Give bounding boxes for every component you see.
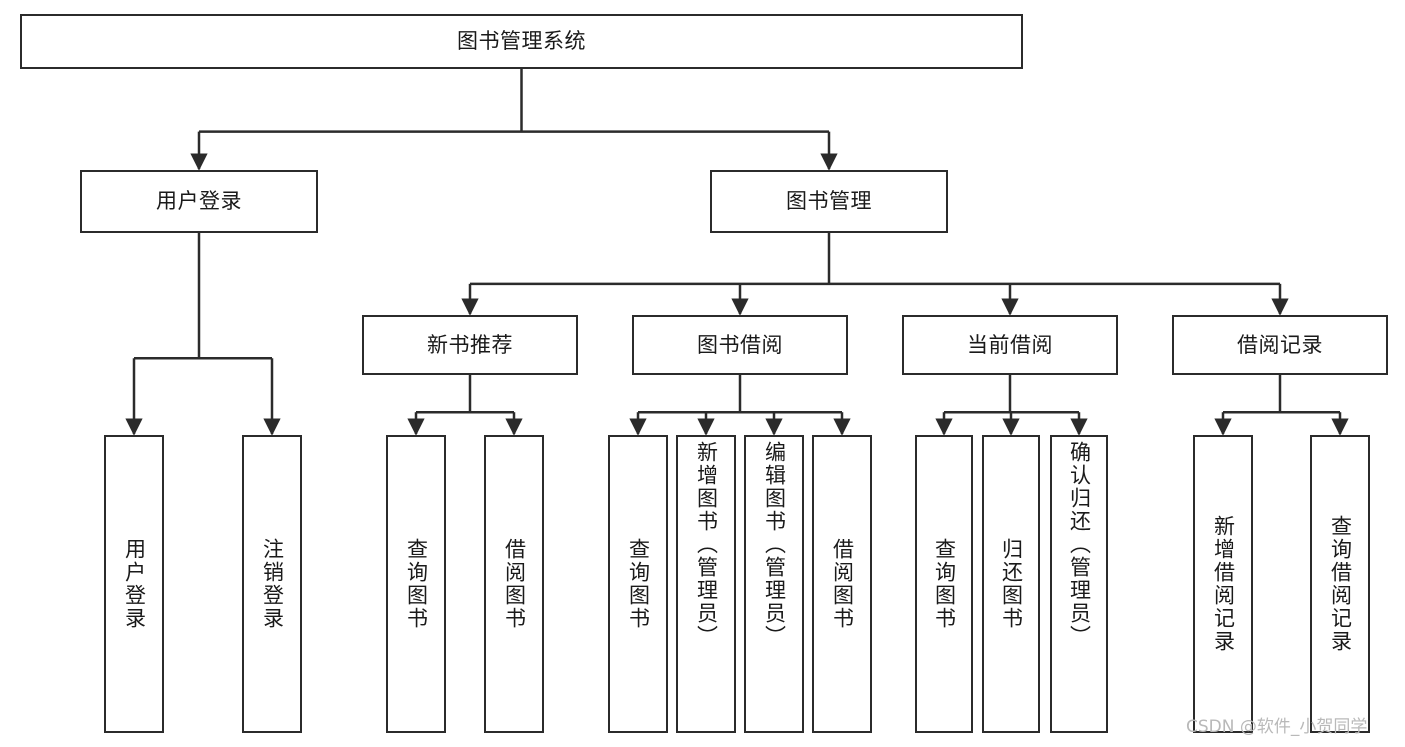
node-leaf-add-book[interactable]: 新增图书（管理员） [676, 435, 736, 733]
node-leaf-query-book-1[interactable]: 查询图书 [386, 435, 446, 733]
node-label: 借阅记录 [1237, 332, 1323, 357]
node-label: 图书借阅 [697, 332, 783, 357]
node-label: 确认归还（管理员） [1067, 441, 1092, 648]
node-current-borrow[interactable]: 当前借阅 [902, 315, 1118, 375]
node-leaf-edit-book[interactable]: 编辑图书（管理员） [744, 435, 804, 733]
node-label: 查询图书 [626, 538, 651, 630]
node-label: 用户登录 [122, 538, 147, 630]
node-label: 新增图书（管理员） [694, 441, 719, 648]
node-root[interactable]: 图书管理系统 [20, 14, 1023, 69]
node-label: 归还图书 [999, 538, 1024, 630]
node-label: 用户登录 [156, 189, 242, 214]
node-leaf-borrow-book-2[interactable]: 借阅图书 [812, 435, 872, 733]
node-label: 查询图书 [404, 538, 429, 630]
node-label: 查询图书 [932, 538, 957, 630]
node-book-borrow[interactable]: 图书借阅 [632, 315, 848, 375]
node-borrow-record[interactable]: 借阅记录 [1172, 315, 1388, 375]
node-leaf-query-book-3[interactable]: 查询图书 [915, 435, 973, 733]
node-leaf-confirm-return[interactable]: 确认归还（管理员） [1050, 435, 1108, 733]
node-book-manage[interactable]: 图书管理 [710, 170, 948, 233]
node-leaf-user-logout[interactable]: 注销登录 [242, 435, 302, 733]
node-label: 图书管理系统 [457, 29, 586, 54]
node-leaf-return-book[interactable]: 归还图书 [982, 435, 1040, 733]
node-leaf-borrow-book-1[interactable]: 借阅图书 [484, 435, 544, 733]
node-leaf-query-record[interactable]: 查询借阅记录 [1310, 435, 1370, 733]
node-label: 编辑图书（管理员） [762, 441, 787, 648]
node-leaf-query-book-2[interactable]: 查询图书 [608, 435, 668, 733]
watermark-text: CSDN @软件_小贺同学 [1186, 717, 1368, 737]
node-label: 借阅图书 [502, 538, 527, 630]
node-label: 注销登录 [260, 538, 285, 630]
node-label: 新书推荐 [427, 332, 513, 357]
node-leaf-user-login[interactable]: 用户登录 [104, 435, 164, 733]
node-new-books[interactable]: 新书推荐 [362, 315, 578, 375]
node-label: 查询借阅记录 [1328, 515, 1353, 653]
node-user-login[interactable]: 用户登录 [80, 170, 318, 233]
node-label: 图书管理 [786, 189, 872, 214]
node-label: 借阅图书 [830, 538, 855, 630]
node-leaf-add-record[interactable]: 新增借阅记录 [1193, 435, 1253, 733]
node-label: 新增借阅记录 [1211, 515, 1236, 653]
node-label: 当前借阅 [967, 332, 1053, 357]
